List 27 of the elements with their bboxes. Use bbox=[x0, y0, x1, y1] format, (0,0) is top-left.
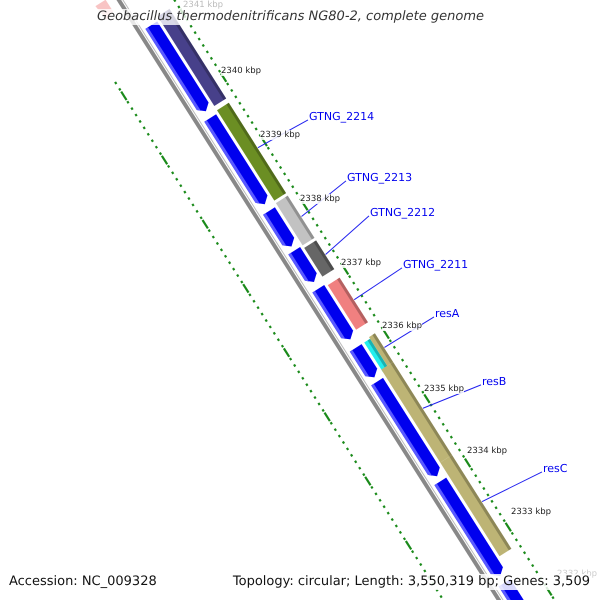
gene-label: resA bbox=[435, 307, 460, 320]
scale-label: 2335 kbp bbox=[424, 384, 464, 394]
gene-block bbox=[217, 102, 286, 201]
gene-block bbox=[440, 455, 512, 556]
scale-label: 2336 kbp bbox=[382, 321, 422, 332]
gene-block bbox=[369, 333, 394, 366]
scale-label: 2340 kbp bbox=[221, 66, 262, 76]
accession-text: Accession: NC_009328 bbox=[9, 574, 157, 590]
leader-line bbox=[422, 384, 482, 409]
scale-label: 2339 kbp bbox=[260, 130, 300, 140]
gene-label: GTNG_2213 bbox=[347, 171, 412, 184]
scale-label: 2337 kbp bbox=[341, 258, 382, 268]
scale-label: 2338 kbp bbox=[300, 194, 340, 204]
gene-label: GTNG_2211 bbox=[403, 258, 468, 272]
scale-label: 2333 kbp bbox=[511, 507, 552, 518]
gene-label: GTNG_2212 bbox=[370, 206, 436, 220]
leader-line bbox=[482, 471, 542, 502]
leader-line bbox=[354, 267, 402, 300]
scale-label: 2334 kbp bbox=[467, 446, 508, 456]
gene-block bbox=[328, 278, 368, 330]
gene-label: GTNG_2214 bbox=[309, 110, 374, 124]
gene-block bbox=[304, 240, 334, 277]
gene-label: resB bbox=[482, 375, 506, 388]
title: Geobacillus thermodenitrificans NG80-2, complete genome bbox=[97, 9, 484, 25]
gene-label: resC bbox=[543, 462, 568, 476]
leader-line bbox=[325, 215, 370, 255]
scale-label: 2341 kbp bbox=[183, 0, 224, 10]
